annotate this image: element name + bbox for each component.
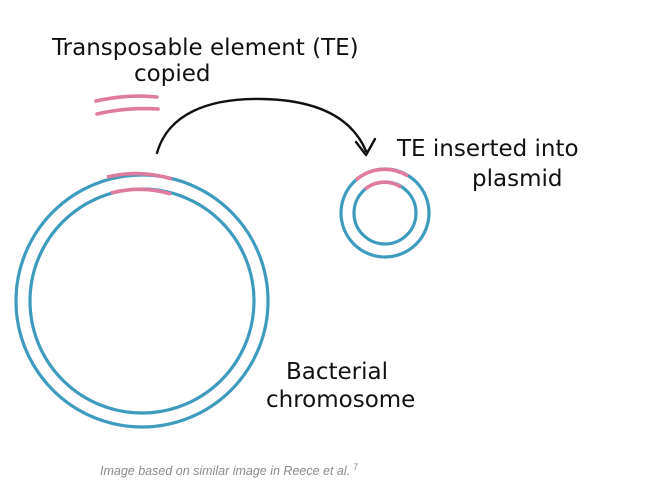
inserted-label-line1: TE inserted into [396,136,579,162]
te-label-line1: Transposable element (TE) [51,35,359,61]
transfer-arrow-shaft [155,97,368,155]
caption-footnote-marker: 7 [353,462,359,472]
transfer-arrow-head [354,137,377,157]
chromosome-label-line2: chromosome [266,387,415,413]
caption-text: Image based on similar image in Reece et… [100,464,351,479]
plasmid-te-segment-outer [354,167,409,182]
chromosome-inner-strand [28,187,256,415]
te-label-line2: copied [134,61,210,87]
plasmid [339,167,431,259]
image-caption: Image based on similar image in Reece et… [100,462,600,478]
inserted-label-line2: plasmid [472,166,562,192]
transfer-arrow [155,97,377,157]
chromosome-te-segment-outer [106,171,173,181]
plasmid-inner-strand [352,180,418,246]
plasmid-te-segment-inner [363,180,402,191]
copied-transposon [94,94,160,116]
copied-te-strand-top [94,94,159,103]
copied-te-strand-bottom [95,106,160,116]
chromosome-outer-strand [14,173,270,429]
chromosome-te-segment-inner [110,187,172,196]
chromosome-label-line1: Bacterial [286,359,388,385]
bacterial-chromosome [14,171,270,429]
